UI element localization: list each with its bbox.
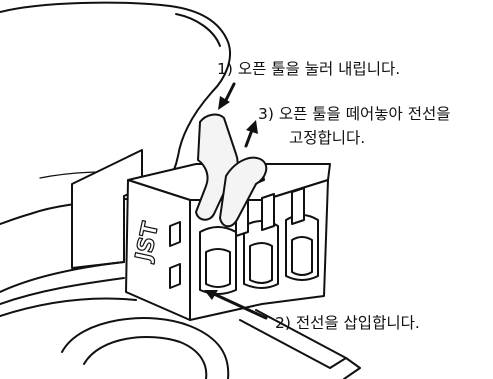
cable-loop <box>61 317 230 379</box>
arrow-step1-icon <box>218 82 236 110</box>
arrow-step2-icon <box>204 290 268 320</box>
open-tool <box>195 113 268 228</box>
step2-label: 2) 전선을 삽입합니다. <box>275 314 420 332</box>
wire <box>239 309 361 379</box>
step3-label-line2: 고정합니다. <box>289 129 366 147</box>
step1-label: 1) 오픈 툴을 눌러 내립니다. <box>217 60 401 78</box>
mounting-base <box>0 149 143 317</box>
arrow-step3-icon <box>244 120 258 148</box>
step3-label-line1: 3) 오픈 툴을 떼어놓아 전선을 <box>258 105 451 123</box>
